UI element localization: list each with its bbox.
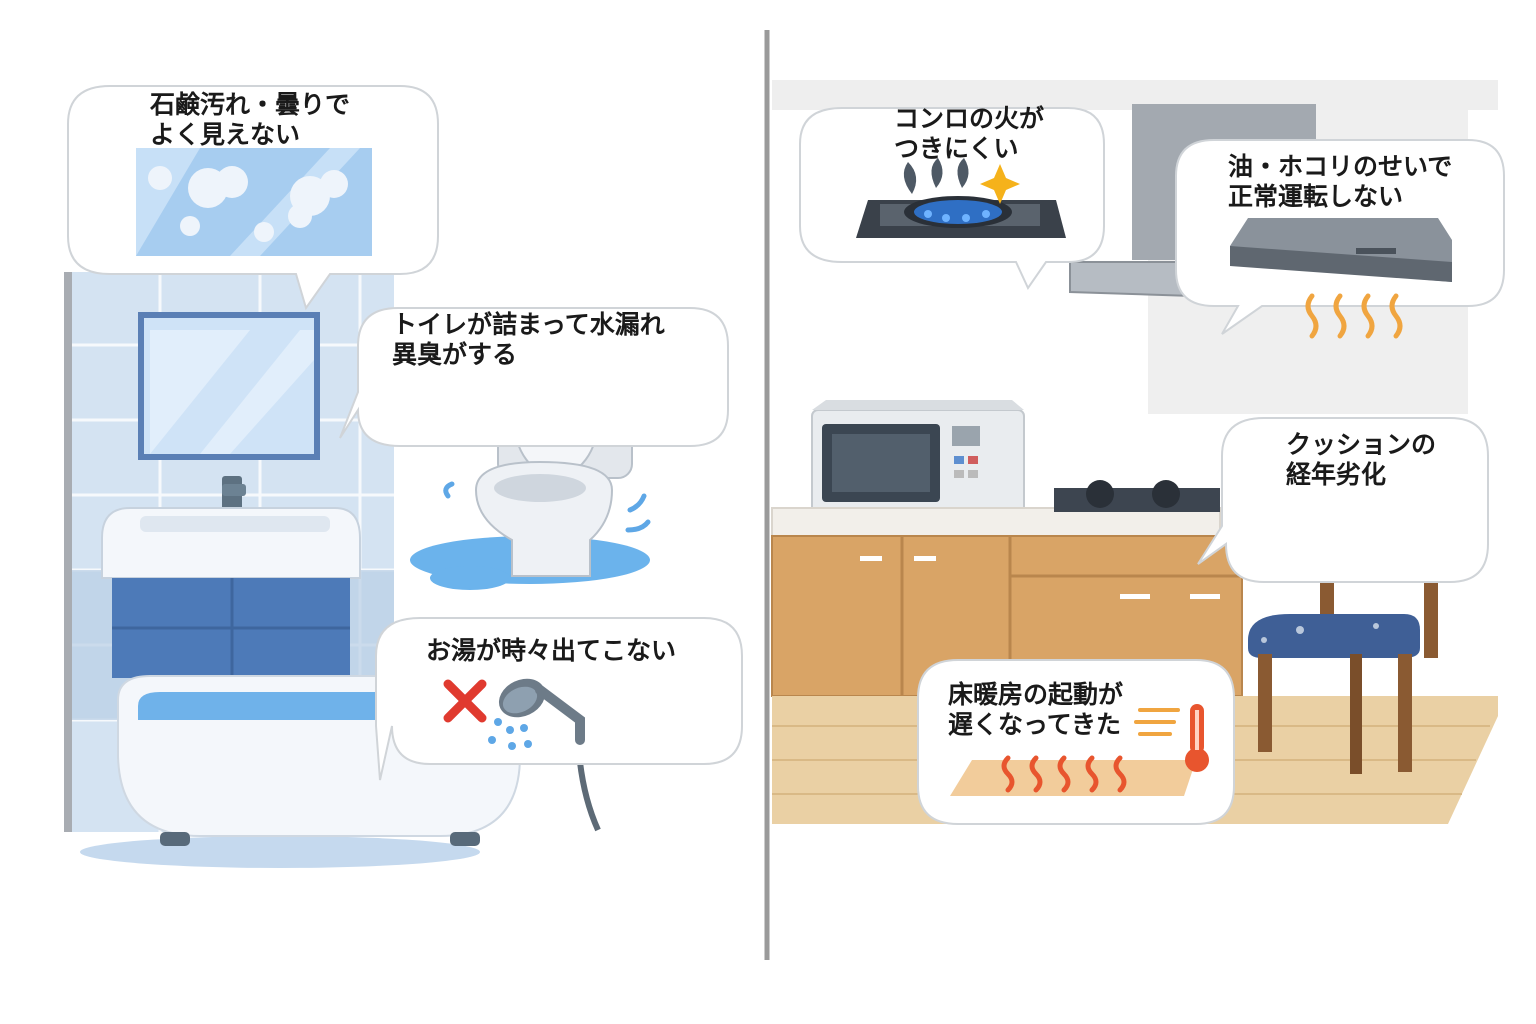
toilet-speech-bubble xyxy=(339,307,729,447)
mirror xyxy=(138,312,320,460)
chair-bubble-line2: 経年劣化 xyxy=(1286,460,1387,489)
stove-bubble-line1: コンロの火が xyxy=(894,104,1045,133)
shower-speech-bubble xyxy=(375,617,743,781)
stove-bubble-text: コンロの火が つきにくい xyxy=(894,104,1044,164)
floor-heating-speech-bubble xyxy=(917,659,1235,825)
foggy-window xyxy=(136,148,372,256)
flame-icon xyxy=(903,158,969,194)
hood-bubble-line2: 正常運転しない xyxy=(1228,182,1404,211)
toilet-bubble-text: トイレが詰まって水漏れ 異臭がする xyxy=(392,310,665,370)
mirror-bubble-text: 石鹸汚れ・曇りで よく見えない xyxy=(150,90,350,150)
range-hood-icon xyxy=(1230,218,1452,282)
hood-bubble-text: 油・ホコリのせいで 正常運転しない xyxy=(1228,152,1452,212)
shower-bubble-text: お湯が時々出てこない xyxy=(426,636,676,666)
floor-bubble-line1: 床暖房の起動が xyxy=(948,680,1124,709)
shower-head-icon xyxy=(488,678,585,750)
stove-speech-bubble xyxy=(799,107,1105,291)
mirror-speech-bubble xyxy=(67,85,439,311)
hood-bubble-line1: 油・ホコリのせいで xyxy=(1228,152,1453,181)
countertop xyxy=(771,507,1221,537)
stove-bubble-line2: つきにくい xyxy=(894,134,1019,163)
microwave xyxy=(811,400,1025,517)
hood-speech-bubble xyxy=(1175,139,1505,339)
thermometer-icon xyxy=(1185,704,1209,772)
shower-bubble-line1: お湯が時々出てこない xyxy=(426,636,677,665)
sink-vanity xyxy=(101,507,361,678)
chair-speech-bubble xyxy=(1197,417,1489,583)
chair-bubble-line1: クッションの xyxy=(1286,430,1437,459)
spark-icon xyxy=(980,164,1020,204)
mirror-bubble-line1: 石鹸汚れ・曇りで xyxy=(150,90,351,119)
x-mark-icon xyxy=(443,679,487,723)
floor-bubble-text: 床暖房の起動が 遅くなってきた xyxy=(948,680,1123,740)
floor-bubble-line2: 遅くなってきた xyxy=(948,710,1122,739)
toilet-bubble-line2: 異臭がする xyxy=(392,340,518,369)
cloud-icon xyxy=(148,166,348,242)
toilet-bubble-line1: トイレが詰まって水漏れ xyxy=(392,310,665,339)
kitchen-scene xyxy=(771,80,1498,824)
heat-wave-icon xyxy=(1001,755,1127,793)
heat-wave-icon xyxy=(1305,293,1403,339)
mirror-bubble-line2: よく見えない xyxy=(150,120,301,149)
gas-burner xyxy=(856,196,1066,238)
chair-bubble-text: クッションの 経年劣化 xyxy=(1286,430,1436,490)
heated-floor-panel xyxy=(950,760,1196,796)
